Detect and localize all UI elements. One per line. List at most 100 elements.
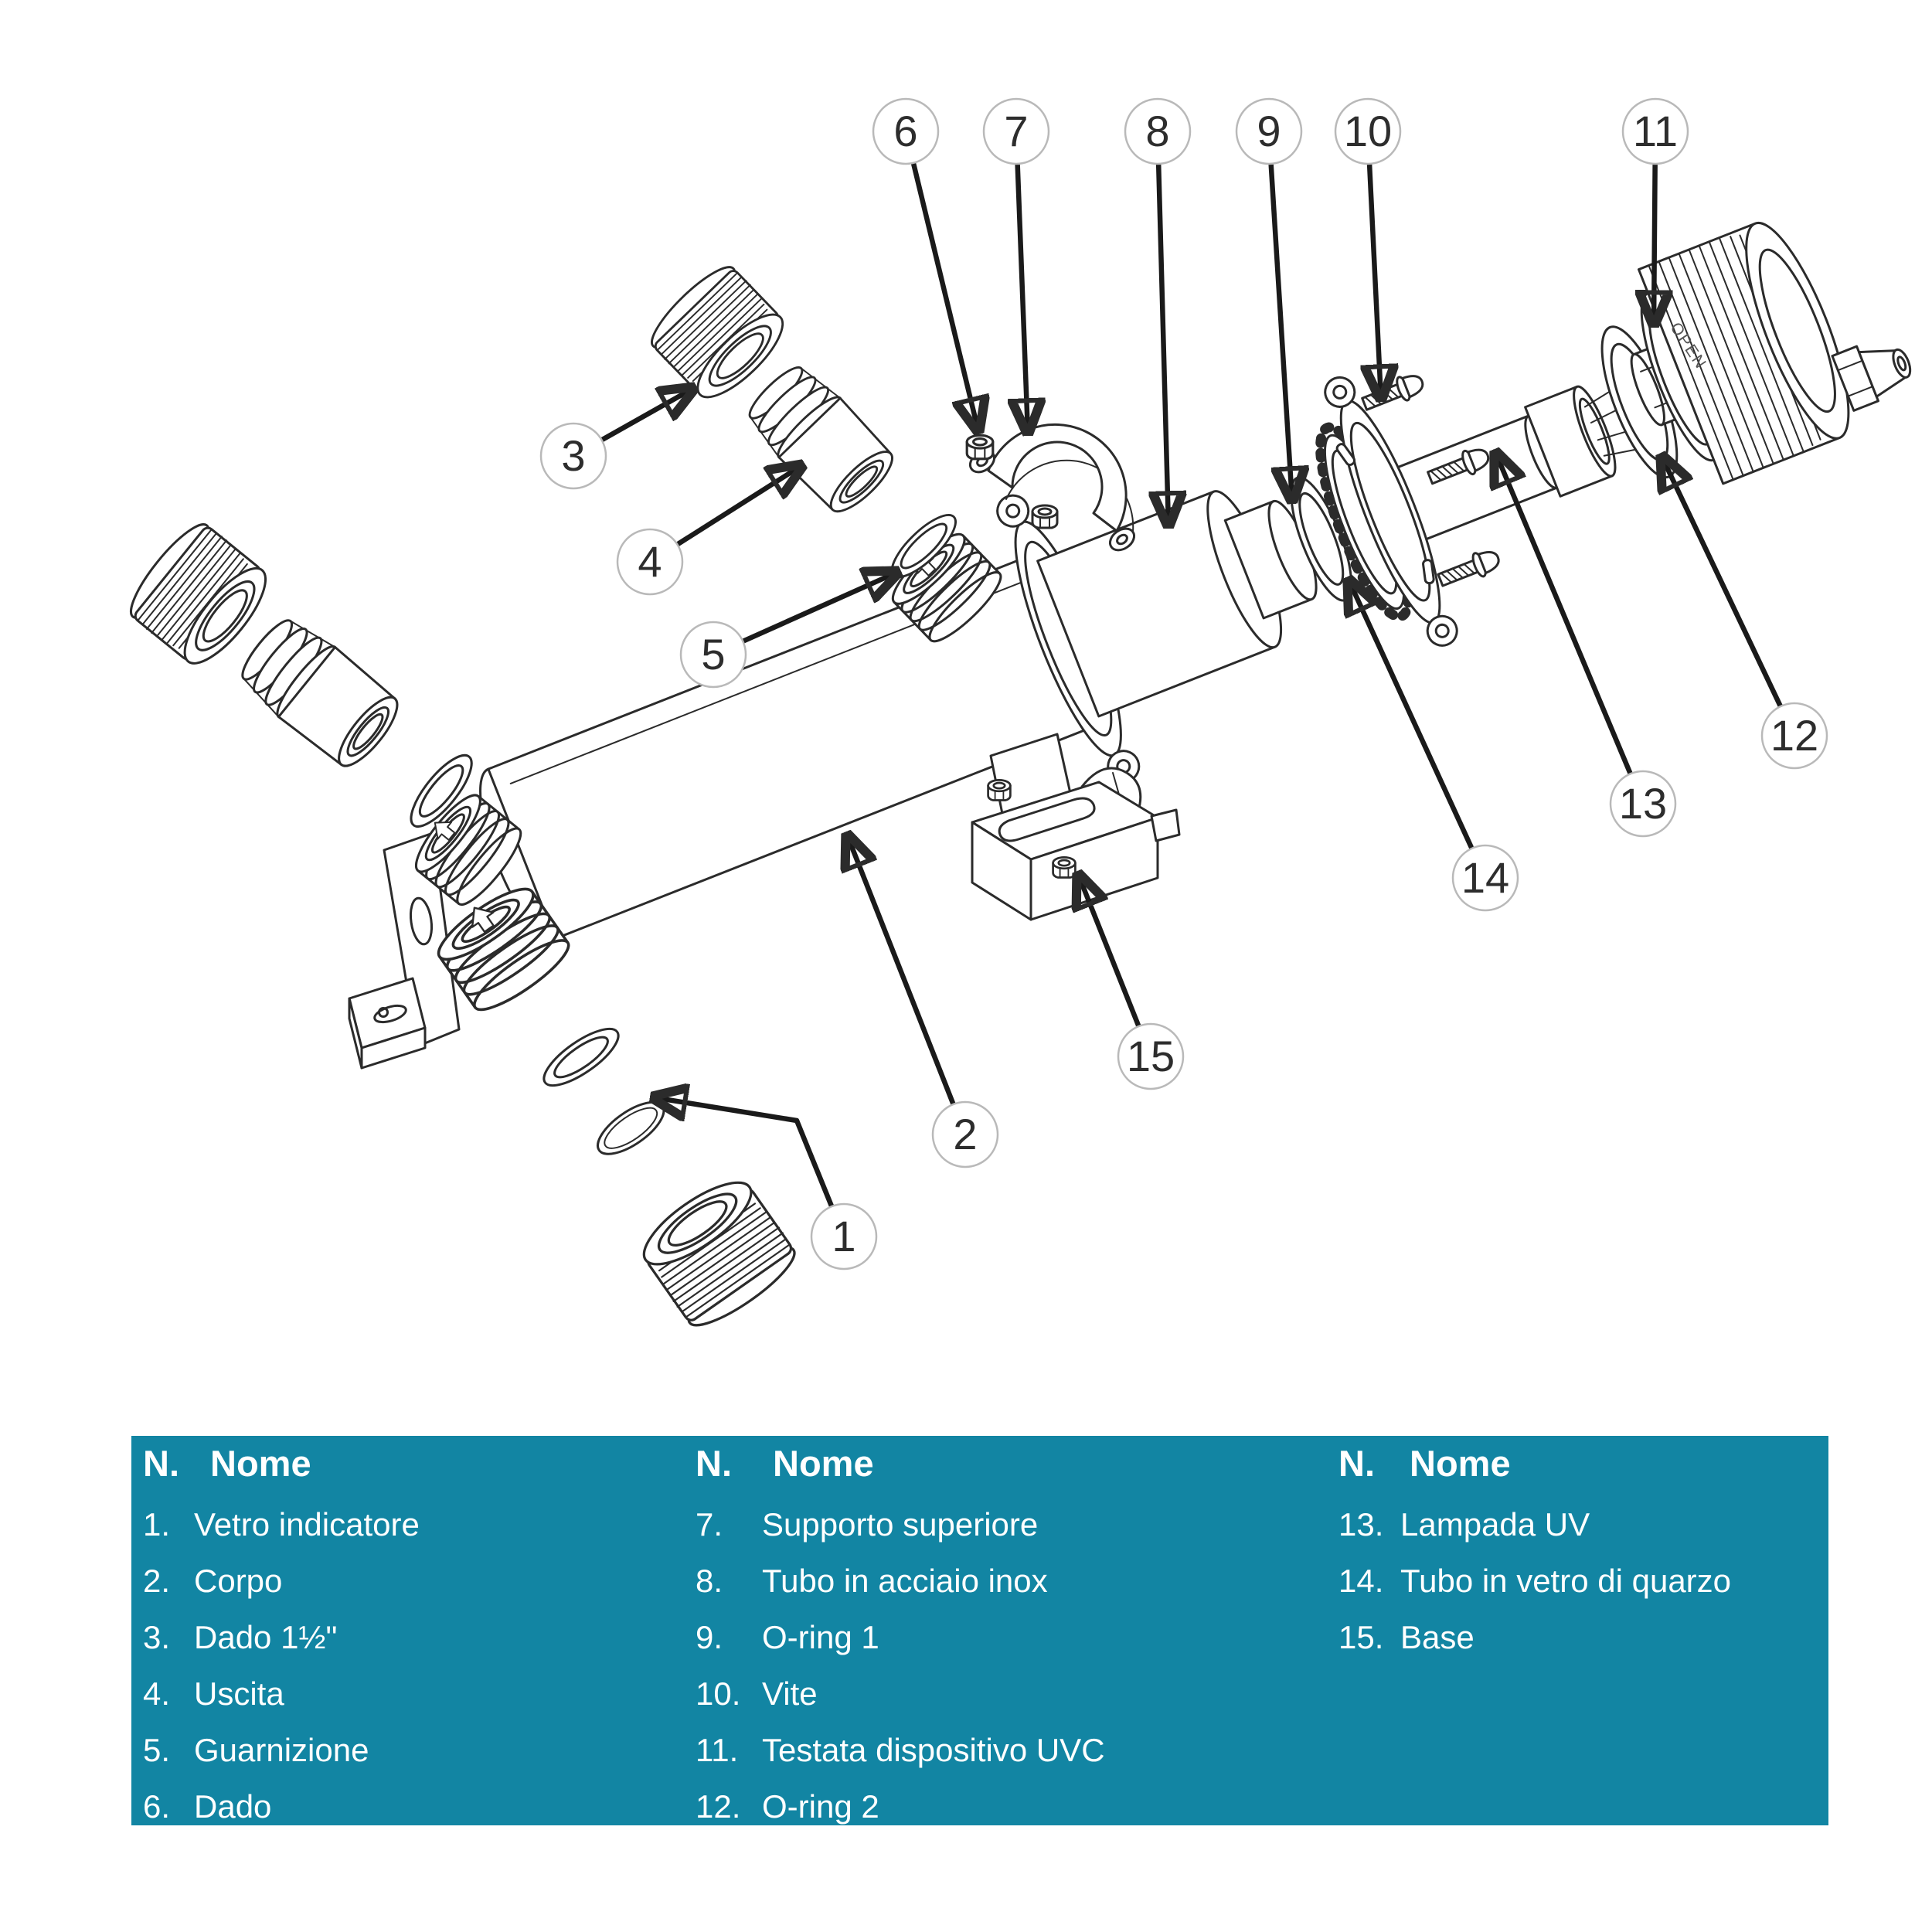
- parts-table-column-1: N.Nome 1. Vetro indicatore 2. Corpo 3. Dado 1…: [143, 1436, 696, 1825]
- part-number: 14.: [1338, 1563, 1384, 1599]
- column-header: N.Nome: [143, 1443, 311, 1484]
- callout-number-9: 9: [1257, 107, 1281, 155]
- quartz-tube-flange: [1315, 376, 1458, 647]
- callout-number-10: 10: [1344, 107, 1392, 155]
- callout-leader-11: [1654, 161, 1655, 325]
- callout-leader-10: [1369, 161, 1381, 399]
- callout-circle-8: [1124, 97, 1192, 165]
- callout-number-14: 14: [1461, 853, 1509, 902]
- parts-table-row: 15. Base: [1338, 1609, 1833, 1665]
- part-name: Vetro indicatore: [194, 1506, 420, 1543]
- parts-table-row: 2. Corpo: [143, 1553, 696, 1609]
- part-number: 11.: [696, 1732, 739, 1768]
- part-name: Tubo in vetro di quarzo: [1400, 1563, 1732, 1599]
- callout-leader-3: [599, 388, 694, 443]
- parts-table-row: 12. O-ring 2: [696, 1778, 1337, 1835]
- parts-table-row: 7. Supporto superiore: [696, 1496, 1337, 1553]
- callout-number-2: 2: [953, 1110, 977, 1158]
- part-number: 13.: [1338, 1506, 1384, 1543]
- callout-circle-15: [1117, 1022, 1185, 1090]
- callout-number-15: 15: [1127, 1032, 1175, 1080]
- callout-leader-7: [1018, 161, 1028, 433]
- callout-circle-14: [1451, 844, 1519, 912]
- callout-circle-2: [931, 1100, 999, 1168]
- main-assembly: OPEN: [479, 221, 1912, 940]
- callout-number-8: 8: [1145, 107, 1169, 155]
- part-number: 7.: [696, 1506, 723, 1543]
- part-name: Corpo: [194, 1563, 283, 1599]
- callout-number-13: 13: [1619, 779, 1667, 828]
- uvc-head: OPEN: [1630, 221, 1912, 485]
- callout-number-1: 1: [832, 1212, 855, 1260]
- callout-circle-7: [982, 97, 1050, 165]
- callout-number-11: 11: [1633, 107, 1678, 155]
- parts-table-row: 13.Lampada UV: [1338, 1496, 1833, 1553]
- callout-leader-9: [1268, 161, 1292, 501]
- callout-leader-2: [847, 835, 956, 1107]
- callout-number-7: 7: [1004, 107, 1028, 155]
- part-number: 6.: [143, 1788, 171, 1825]
- callout-circle-12: [1760, 702, 1828, 770]
- part-name: Supporto superiore: [762, 1506, 1039, 1543]
- callout-circle-4: [616, 528, 684, 596]
- callout-number-3: 3: [561, 431, 585, 480]
- part-name: Dado 1½": [194, 1619, 338, 1655]
- part-number: 10.: [696, 1675, 741, 1712]
- callout-circle-5: [679, 621, 747, 689]
- callout-number-12: 12: [1770, 711, 1818, 760]
- part-name: O-ring 2: [762, 1788, 879, 1825]
- callout-circle-9: [1235, 97, 1303, 165]
- part-name: Uscita: [194, 1675, 284, 1712]
- callout-leader-6: [910, 160, 978, 431]
- outlet-fitting-group: [641, 256, 965, 587]
- part-name: Guarnizione: [194, 1732, 369, 1768]
- callout-leader-4: [675, 465, 802, 547]
- callout-leader-14: [1349, 580, 1475, 852]
- parts-table-row: 5. Guarnizione: [143, 1722, 696, 1778]
- parts-table-row: 9. O-ring 1: [696, 1609, 1337, 1665]
- column-header: N.Nome: [1338, 1443, 1511, 1484]
- parts-table-row: 4. Uscita: [143, 1665, 696, 1722]
- callout-circle-6: [872, 97, 940, 165]
- callout-number-4: 4: [638, 537, 662, 586]
- part-name: Tubo in acciaio inox: [762, 1563, 1048, 1599]
- parts-table-row: 3. Dado 1½": [143, 1609, 696, 1665]
- callout-circle-11: [1621, 97, 1689, 165]
- callout-leader-13: [1495, 452, 1633, 777]
- part-number: 15.: [1338, 1619, 1384, 1655]
- part-number: 12.: [696, 1788, 741, 1825]
- part-number: 9.: [696, 1619, 723, 1655]
- part-number: 1.: [143, 1506, 171, 1543]
- parts-table-row: 6.Dado: [143, 1778, 696, 1835]
- parts-table-row: 10.Vite: [696, 1665, 1337, 1722]
- callout-circle-10: [1334, 97, 1402, 165]
- part-name: Testata dispositivo UVC: [762, 1732, 1105, 1768]
- parts-table-row: 1. Vetro indicatore: [143, 1496, 696, 1553]
- callout-leader-12: [1662, 456, 1784, 709]
- callout-circle-1: [810, 1202, 878, 1270]
- part-number: 8.: [696, 1563, 723, 1599]
- callout-number-6: 6: [893, 107, 917, 155]
- inlet-fitting-group: [119, 514, 483, 836]
- part-number: 5.: [143, 1732, 171, 1768]
- part-number: 2.: [143, 1563, 171, 1599]
- part-number: 4.: [143, 1675, 171, 1712]
- parts-table-row: 14. Tubo in vetro di quarzo: [1338, 1553, 1833, 1609]
- part-name: Base: [1400, 1619, 1475, 1655]
- callout-leader-15: [1078, 874, 1141, 1029]
- parts-table-row: 8. Tubo in acciaio inox: [696, 1553, 1337, 1609]
- callout-circle-3: [539, 422, 607, 490]
- sight-glass-group: [535, 1018, 805, 1338]
- callout-number-5: 5: [701, 630, 725, 679]
- part-name: O-ring 1: [762, 1619, 879, 1655]
- steel-tube: [1036, 490, 1318, 718]
- body-foot: [348, 832, 461, 1070]
- part-number: 3.: [143, 1619, 171, 1655]
- parts-table-column-3: N.Nome 13.Lampada UV 14. Tubo in vetro di …: [1338, 1436, 1833, 1825]
- callout-leader-1: [653, 1097, 835, 1209]
- callout-circle-13: [1609, 770, 1677, 838]
